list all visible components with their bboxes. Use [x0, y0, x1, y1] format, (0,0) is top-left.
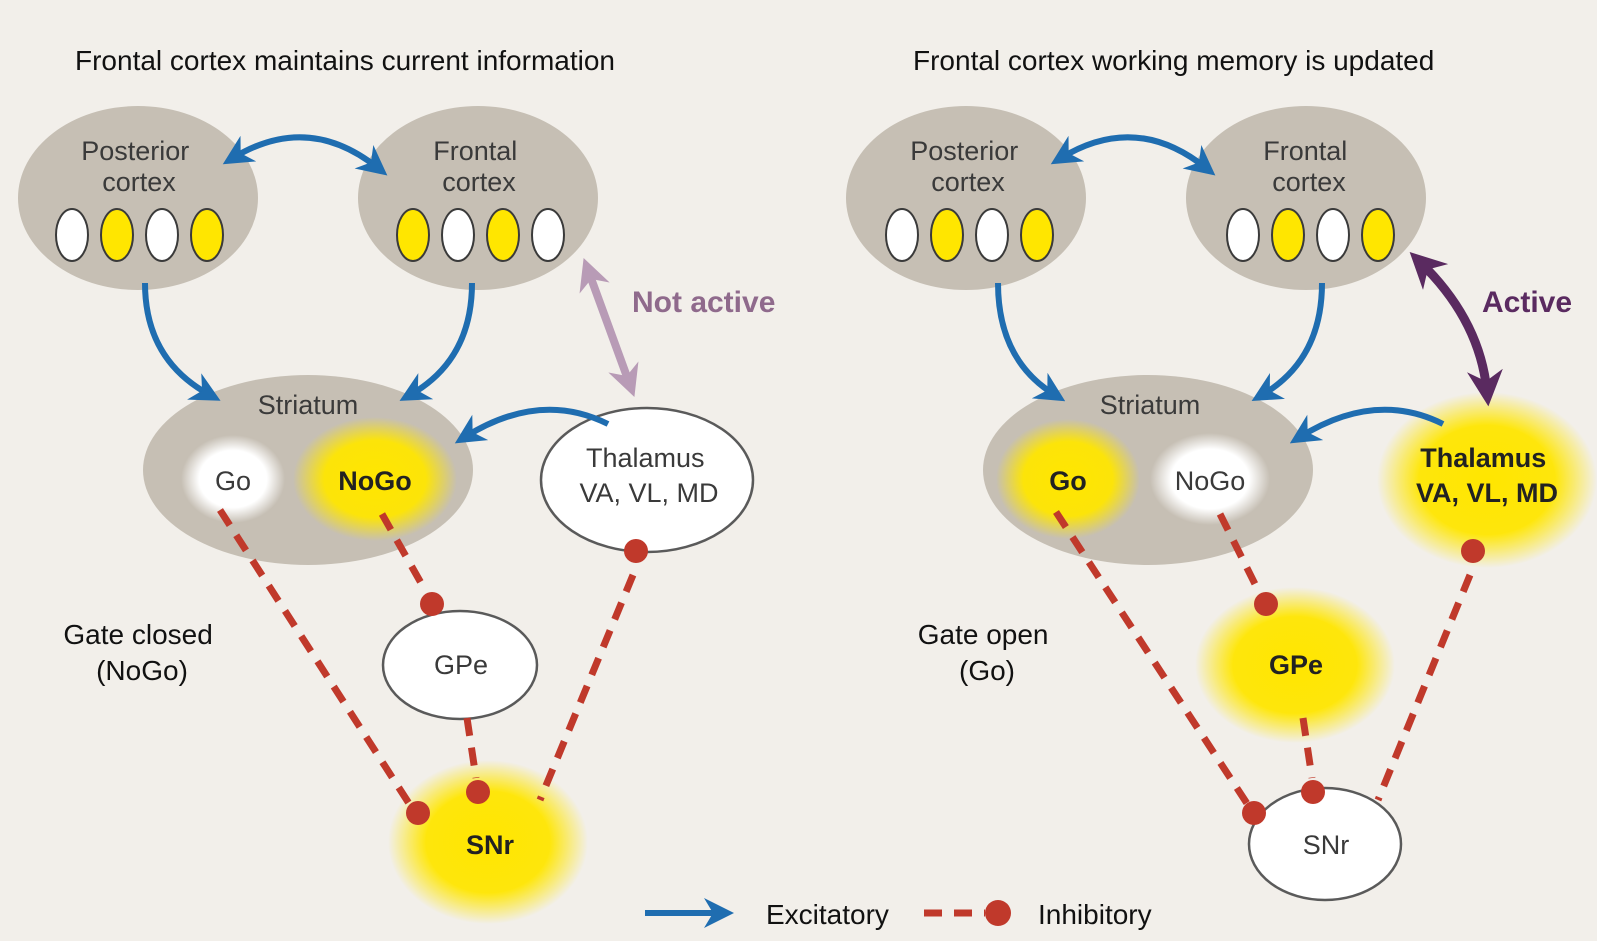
thalamus-label: Thalamus VA, VL, MD: [579, 443, 718, 508]
gpe-to-snr-inhibition: [1299, 717, 1316, 779]
unit-inactive: [531, 208, 565, 262]
frontal-cortex-label: Frontal cortex: [433, 136, 525, 197]
thalamus-label: Thalamus VA, VL, MD: [1416, 443, 1558, 508]
unit-active: [396, 208, 430, 262]
go-label: Go: [215, 466, 251, 496]
frontal-cortex-units: [1226, 208, 1395, 262]
not-active-label: Not active: [632, 286, 775, 319]
thalamus-to-striatum-arrow: [1289, 406, 1445, 444]
posterior-cortex-region: [846, 106, 1086, 290]
striatum-label: Striatum: [258, 390, 359, 420]
gpe-label: GPe: [1269, 650, 1323, 680]
go-node-active: [996, 419, 1140, 539]
snr-label: SNr: [466, 830, 515, 860]
panel-left: Frontal cortex maintains current informa…: [18, 45, 775, 924]
unit-inactive: [1316, 208, 1350, 262]
panel-right-title: Frontal cortex working memory is updated: [913, 45, 1434, 76]
unit-inactive: [975, 208, 1009, 262]
nogo-node-active: [293, 417, 457, 541]
gpe-node: [381, 609, 539, 721]
go-to-snr-terminal: [406, 801, 430, 825]
snr-node-active: [388, 760, 588, 924]
unit-active: [1271, 208, 1305, 262]
gpe-to-snr-terminal: [1301, 780, 1325, 804]
unit-inactive: [145, 208, 179, 262]
frontal-cortex-region: [358, 106, 598, 290]
frontal-cortex-label: Frontal cortex: [1263, 136, 1355, 197]
unit-inactive: [885, 208, 919, 262]
go-to-snr-terminal: [1242, 801, 1266, 825]
posterior-cortex-units: [885, 208, 1054, 262]
legend: Excitatory Inhibitory: [645, 898, 1152, 930]
active-label: Active: [1482, 286, 1572, 319]
thalamo-cortical-link-inactive: [579, 257, 639, 398]
gpe-label: GPe: [434, 650, 488, 680]
unit-inactive: [55, 208, 89, 262]
posterior-cortex-label: Posterior cortex: [910, 136, 1026, 197]
nogo-node: [1150, 433, 1270, 525]
snr-to-thalamus-inhibition: [1374, 573, 1474, 802]
legend-inhibitory-terminal: [985, 900, 1011, 926]
posterior-cortex-units: [55, 208, 224, 262]
thalamo-cortical-link-active: [1409, 251, 1503, 407]
unit-active: [1361, 208, 1395, 262]
cortico-cortical-arrow: [222, 134, 388, 176]
unit-active: [190, 208, 224, 262]
unit-active: [930, 208, 964, 262]
nogo-to-gpe-terminal: [420, 592, 444, 616]
thalamus-to-striatum-arrow: [454, 406, 610, 444]
snr-to-thalamus-inhibition: [536, 573, 637, 802]
striatum-label: Striatum: [1100, 390, 1201, 420]
posterior-to-striatum-arrow: [995, 282, 1066, 402]
go-node: [181, 435, 285, 523]
unit-active: [1020, 208, 1054, 262]
unit-active: [100, 208, 134, 262]
legend-inhibitory-label: Inhibitory: [1038, 899, 1152, 930]
thalamus-node-active: [1377, 392, 1597, 568]
nogo-to-gpe-inhibition: [378, 512, 429, 592]
unit-active: [486, 208, 520, 262]
gate-open-label: Gate open (Go): [918, 619, 1057, 686]
snr-to-thalamus-terminal: [624, 539, 648, 563]
frontal-to-striatum-arrow: [1251, 282, 1325, 402]
go-label: Go: [1049, 466, 1087, 496]
gpe-node-active: [1195, 587, 1395, 743]
gpe-to-snr-inhibition: [463, 717, 480, 779]
legend-excitatory-label: Excitatory: [766, 899, 889, 930]
snr-to-thalamus-terminal: [1461, 539, 1485, 563]
nogo-label: NoGo: [338, 466, 412, 496]
snr-label: SNr: [1303, 830, 1350, 860]
nogo-to-gpe-terminal: [1254, 592, 1278, 616]
nogo-to-gpe-inhibition: [1216, 512, 1262, 592]
panel-right: Frontal cortex working memory is updated…: [846, 45, 1597, 902]
posterior-cortex-region: [18, 106, 258, 290]
gate-closed-label: Gate closed (NoGo): [63, 619, 220, 686]
panel-left-title: Frontal cortex maintains current informa…: [75, 45, 615, 76]
unit-inactive: [441, 208, 475, 262]
nogo-label: NoGo: [1175, 466, 1246, 496]
snr-node: [1247, 786, 1403, 902]
gpe-to-snr-terminal: [466, 780, 490, 804]
cortico-cortical-arrow: [1050, 134, 1216, 176]
frontal-cortex-units: [396, 208, 565, 262]
frontal-cortex-region: [1186, 106, 1426, 290]
unit-inactive: [1226, 208, 1260, 262]
posterior-cortex-label: Posterior cortex: [81, 136, 197, 197]
frontal-to-striatum-arrow: [399, 282, 475, 401]
posterior-to-striatum-arrow: [142, 282, 221, 401]
